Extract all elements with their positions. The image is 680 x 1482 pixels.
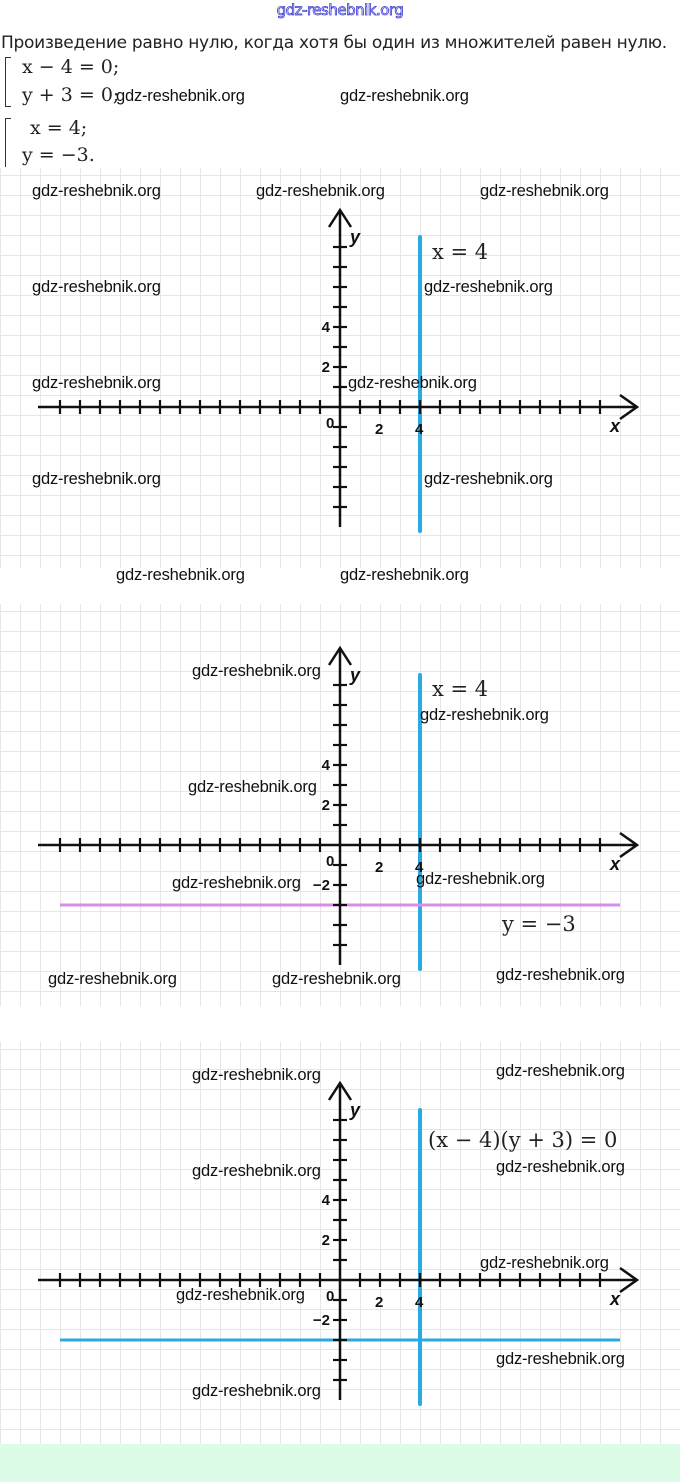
watermark: gdz-reshebnik.org — [116, 566, 245, 584]
x-axis-arrow — [619, 1266, 640, 1294]
watermark: gdz-reshebnik.org — [424, 278, 553, 296]
x-tick-label: 2 — [375, 859, 383, 876]
watermark: gdz-reshebnik.org — [116, 87, 245, 105]
x-tick-label: 0 — [326, 1288, 334, 1305]
graph-3: x y 0 2 4 −2 2 4 (x − 4)(y + 3) = 0 gdz-reshebn… — [0, 1042, 680, 1444]
annotation-y-equals-minus-3: y = −3 — [502, 912, 576, 936]
intro-text: Произведение равно нулю, когда хотя бы о… — [1, 33, 667, 53]
y-tick-label: 4 — [322, 1192, 331, 1209]
x-tick-label: 4 — [415, 859, 424, 876]
watermark: gdz-reshebnik.org — [416, 870, 545, 888]
y-tick-label: −2 — [313, 1312, 330, 1329]
watermark: gdz-reshebnik.org — [192, 1066, 321, 1084]
watermark: gdz-reshebnik.org — [32, 278, 161, 296]
y-tick-label: 2 — [322, 359, 330, 376]
x-axis-arrow — [619, 393, 640, 421]
y-axis-arrow — [327, 645, 353, 666]
y-axis-label: y — [349, 227, 361, 247]
watermark: gdz-reshebnik.org — [348, 374, 477, 392]
x-axis-arrow — [619, 831, 640, 859]
y-axis-label: y — [349, 665, 361, 685]
equation-x-equals-4: x = 4; — [30, 117, 88, 139]
watermark: gdz-reshebnik.org — [32, 374, 161, 392]
top-watermark: gdz-reshebnik.org — [276, 1, 404, 20]
y-tick-label: 4 — [322, 319, 331, 336]
annotation-x-equals-4: x = 4 — [432, 677, 489, 701]
watermark: gdz-reshebnik.org — [32, 182, 161, 200]
watermark: gdz-reshebnik.org — [496, 1350, 625, 1368]
watermark: gdz-reshebnik.org — [496, 1062, 625, 1080]
x-tick-label: 2 — [375, 421, 383, 438]
graph-3-svg: x y 0 2 4 −2 2 4 — [38, 1080, 640, 1406]
footer-band — [0, 1444, 680, 1482]
x-axis-label: x — [609, 854, 621, 874]
watermark: gdz-reshebnik.org — [496, 966, 625, 984]
watermark: gdz-reshebnik.org — [188, 778, 317, 796]
x-tick-label: 4 — [415, 421, 424, 438]
watermark: gdz-reshebnik.org — [420, 706, 549, 724]
graph-2-svg: x y 0 2 4 −2 2 4 — [38, 645, 640, 971]
system-bracket-2 — [5, 118, 11, 167]
equation-y-equals-minus-3: y = −3. — [22, 144, 95, 166]
watermark: gdz-reshebnik.org — [176, 1286, 305, 1304]
watermark: gdz-reshebnik.org — [256, 182, 385, 200]
y-tick-label: 2 — [322, 797, 330, 814]
graph-2: x y 0 2 4 −2 2 4 x = 4 y = −3 gdz-reshebnik.org… — [0, 604, 680, 1006]
y-tick-label: 2 — [322, 1232, 330, 1249]
watermark: gdz-reshebnik.org — [480, 182, 609, 200]
y-axis-label: y — [349, 1100, 361, 1120]
x-axis-label: x — [609, 416, 621, 436]
watermark: gdz-reshebnik.org — [172, 874, 301, 892]
graph-1-svg: x y 0 2 4 2 4 — [38, 207, 640, 533]
equation-y-plus-3: y + 3 = 0; — [22, 84, 120, 106]
x-tick-label: 0 — [326, 415, 334, 432]
watermark: gdz-reshebnik.org — [192, 1162, 321, 1180]
watermark: gdz-reshebnik.org — [340, 87, 469, 105]
watermark: gdz-reshebnik.org — [480, 1254, 609, 1272]
watermark: gdz-reshebnik.org — [48, 970, 177, 988]
x-tick-label: 0 — [326, 853, 334, 870]
watermark: gdz-reshebnik.org — [192, 662, 321, 680]
watermark: gdz-reshebnik.org — [272, 970, 401, 988]
watermark: gdz-reshebnik.org — [32, 470, 161, 488]
x-axis-label: x — [609, 1289, 621, 1309]
equation-x-minus-4: x − 4 = 0; — [22, 56, 120, 78]
x-tick-label: 4 — [415, 1294, 424, 1311]
y-axis-arrow — [327, 207, 353, 228]
graph-1: x y 0 2 4 2 4 x = 4 gdz-reshebnik.org gdz-resh… — [0, 168, 680, 568]
watermark: gdz-reshebnik.org — [192, 1382, 321, 1400]
annotation-product-equation: (x − 4)(y + 3) = 0 — [428, 1128, 618, 1152]
y-tick-label: 4 — [322, 757, 331, 774]
watermark: gdz-reshebnik.org — [496, 1158, 625, 1176]
watermark: gdz-reshebnik.org — [424, 470, 553, 488]
y-axis-arrow — [327, 1080, 353, 1101]
watermark: gdz-reshebnik.org — [340, 566, 469, 584]
y-tick-label: −2 — [313, 877, 330, 894]
system-bracket-1 — [5, 57, 11, 107]
annotation-x-equals-4: x = 4 — [432, 240, 489, 264]
x-tick-label: 2 — [375, 1294, 383, 1311]
